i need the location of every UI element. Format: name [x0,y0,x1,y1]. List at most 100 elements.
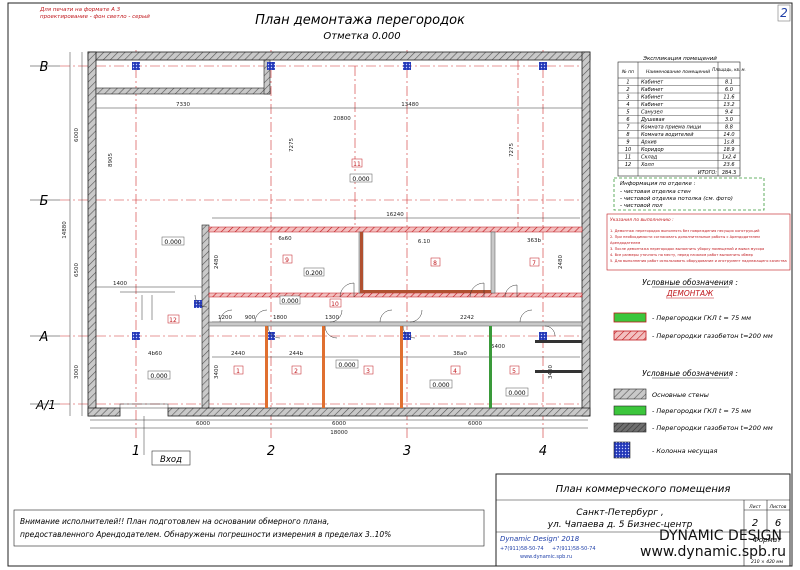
sheet-number: 2 [780,6,788,20]
explication-cell-area: 11.6 [723,95,734,101]
explication-cell-name: Кабинет [641,80,664,86]
explication-cell-num: 2 [626,87,629,93]
dim-misc-10: 244b [289,351,303,357]
legend-swatch-walls [613,388,647,400]
explication-header-num: № пп [621,69,634,75]
stamp-sheets-label: Листов [769,504,787,510]
entrance-box [151,450,191,466]
dim-misc-8: 4b60 [148,351,162,357]
wall-orange [265,326,268,408]
notes-box: Указания по выполнению : 1. Демонтаж пер… [606,213,791,271]
legend-swatch-aerated [613,330,647,341]
watermark-line-1: DYNAMIC DESIGN [659,528,782,544]
title-block: План коммерческого помещения Санкт-Петер… [495,473,791,567]
stamp-sheet: 2 [752,518,758,529]
dim-left-1: 6000 [74,128,80,142]
legend-swatch-column [613,441,631,459]
explication-cell-name: Комната приема пищи [641,125,702,131]
explication-cell-num: 10 [625,147,631,153]
stamp-phone-2: +7(911)58-50-74 [552,546,596,552]
dim-misc-21: 5400 [491,344,505,350]
room-num-2: 2 [294,368,298,375]
explication-cell-area: 9.4 [725,110,733,116]
room-num-5: 5 [512,368,516,375]
explication-cell-name: Коридор [641,147,664,153]
legend-demolition-subtitle: ДЕМОНТАЖ [666,289,714,298]
dim-misc-16: 2242 [460,315,474,321]
explication-cell-num: 11 [625,155,631,161]
dim-left-3: 3000 [74,365,80,379]
room-num-10: 10 [331,301,339,308]
columns [132,62,547,340]
explication-title: Экспликация помещений [642,56,717,62]
dim-misc-20: 2480 [558,255,564,269]
notes-line-3: Арендодателем [610,241,640,245]
axis-label-row-1: В [40,60,49,75]
explication-cell-area: 1s.8 [724,140,735,146]
room-num-8: 8 [433,260,437,267]
dim-corridor: 16240 [386,212,404,218]
column [539,332,547,340]
stamp-address: ул. Чапаева д. 5 Бизнес-центр [547,520,693,530]
dim-top-3: 13480 [401,102,419,108]
explication-total-label: ИТОГО: [698,170,717,176]
dim-bottom-2: 6000 [332,421,346,427]
axis-label-col-1: 1 [132,444,140,459]
demolition-partitions [208,226,583,408]
explication-table: Экспликация помещений № пп Наименование … [617,56,746,177]
watermark-line-2: www.dynamic.spb.ru [640,544,786,560]
axis-label-row-3: А [39,330,49,345]
warning-box: Внимание исполнителей!! План подготовлен… [13,509,485,547]
wall-orange [400,326,403,408]
column [539,62,547,70]
column [132,332,140,340]
stamp-company: Dynamic Design' 2018 [500,535,580,543]
explication-cell-name: Кабинет [641,87,664,93]
explication-cell-area: 8.8 [725,125,733,131]
sheet-frame [7,2,793,567]
explication-cell-area: 1x2.4 [722,155,736,161]
explication-cell-name: Кабинет [641,95,664,101]
legend-demolition-title: Условные обозначения : [642,278,738,287]
dim-bottom-1: 6000 [196,421,210,427]
explication-header-name: Наименование помещений [646,69,710,75]
dim-bottom-total: 18000 [330,430,348,436]
notes-line-1: 1. Демонтаж перегородок выполнять без по… [610,229,760,233]
explication-cell-num: 3 [626,95,629,101]
stamp-city: Санкт-Петербург , [576,508,663,518]
entrance-vestibule [119,291,175,455]
warning-line-2: предоставленного Арендодателем. Обнаруже… [20,530,391,539]
wall-brown [360,232,363,293]
explication-cell-name: Кабинет [641,102,664,108]
dim-misc-15: 1300 [325,315,339,321]
dim-misc-11: 38a0 [453,351,467,357]
dim-top-1: 7330 [176,102,190,108]
explication-cell-area: 14.0 [723,132,734,138]
dim-bottom-3: 6000 [468,421,482,427]
stamp-plan-title: План коммерческого помещения [556,484,731,495]
explication-total-value: 284.3 [722,170,736,176]
explication-cell-num: 4 [626,102,629,108]
door-swings [194,282,556,339]
room-num-12: 12 [169,317,177,324]
finishes-box: Информация по отделке : - чистовая отдел… [613,177,765,211]
legend-demolition-item-2: - Перегородки газобетон t=200 мм [652,332,773,340]
explication-cell-area: 23.6 [723,162,734,168]
room-area-left-bottom: 0.000 [150,373,167,380]
dim-misc-4: 6s60 [278,236,292,242]
room-area-5: 0.000 [508,390,525,397]
legend-basic: Условные обозначения : Основные стены - … [613,369,773,459]
finishes-item-2: - чистовой отделка потолка (см. фото) [620,196,733,202]
finishes-title: Информация по отделке : [620,181,696,187]
notes-line-2: 2. При необходимости согласовать дополни… [610,235,760,239]
explication-cell-area: 8.1 [725,80,733,86]
room-num-4: 4 [453,368,457,375]
outer-walls [87,51,591,417]
notes-line-5: 4. Все размеры уточнять по месту, перед … [610,253,754,257]
wall-green [489,326,492,408]
explication-cell-name: Архив [640,140,657,146]
explication-cell-num: 8 [626,132,629,138]
notes-line-6: 5. Для выполнения работ использовать обо… [610,259,787,263]
